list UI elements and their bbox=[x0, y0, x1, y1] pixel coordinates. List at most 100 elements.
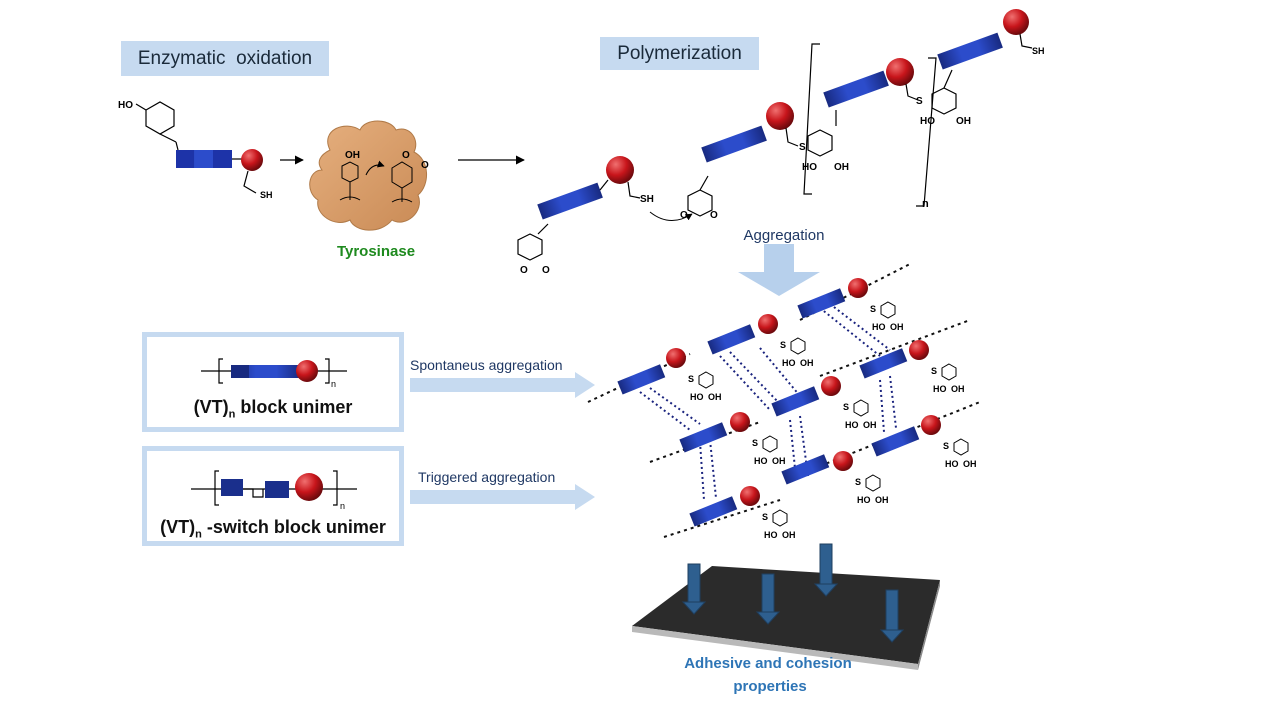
down-arrow bbox=[755, 573, 781, 625]
triggered-arrow bbox=[410, 484, 595, 510]
unit-ho-label: HO bbox=[945, 459, 959, 469]
unit-ho-label: HO bbox=[857, 495, 871, 505]
unit-block bbox=[689, 496, 738, 527]
poly-s-label-2: S bbox=[916, 96, 923, 107]
catechol-ring bbox=[865, 474, 881, 492]
unit-oh-label: OH bbox=[800, 358, 814, 368]
poly-sh-label: SH bbox=[640, 194, 654, 205]
catechol-ring bbox=[941, 363, 957, 381]
down-arrow bbox=[813, 543, 839, 597]
unit-ho-label: HO bbox=[764, 530, 778, 540]
hbond-line bbox=[729, 351, 781, 405]
vt-block-unimer-panel: n (VT)n block unimer bbox=[142, 332, 404, 432]
poly-o-label-4: O bbox=[710, 210, 718, 221]
catechol-ring bbox=[953, 438, 969, 456]
switch-unimer-prefix: (VT) bbox=[160, 517, 196, 537]
poly-o-label-2: O bbox=[542, 265, 550, 276]
unit-oh-label: OH bbox=[863, 420, 877, 430]
enzyme-oh-label: OH bbox=[345, 150, 360, 161]
vt-unimer-sub: n bbox=[228, 408, 236, 421]
unit-bead bbox=[730, 412, 750, 432]
spontaneous-arrow bbox=[410, 372, 595, 398]
unit-bead bbox=[740, 486, 760, 506]
down-arrow bbox=[681, 563, 707, 615]
hbond-line bbox=[879, 379, 885, 433]
unit-s-label: S bbox=[943, 441, 949, 451]
catechol-ring bbox=[772, 509, 788, 527]
catechol-ring bbox=[880, 301, 896, 319]
unit-ho-label: HO bbox=[933, 384, 947, 394]
hbond-line bbox=[649, 387, 701, 425]
unit-block bbox=[871, 426, 920, 457]
unit-ho-label: HO bbox=[690, 392, 704, 402]
unit-oh-label: OH bbox=[708, 392, 722, 402]
polymerization-text: Polymerization bbox=[617, 42, 742, 64]
enzymatic-oxidation-header: Enzymatic oxidation bbox=[121, 41, 329, 76]
unit-s-label: S bbox=[931, 366, 937, 376]
switch-unimer-label: (VT)n -switch block unimer bbox=[147, 517, 399, 541]
unit-s-label: S bbox=[752, 438, 758, 448]
poly-o-label-3: O bbox=[680, 210, 688, 221]
hbond-line bbox=[699, 441, 705, 501]
monomer-bead bbox=[241, 149, 263, 171]
unit-oh-label: OH bbox=[772, 456, 786, 466]
switch-unimer-icon: n bbox=[191, 470, 357, 509]
unit-block bbox=[797, 288, 846, 319]
vt-unimer-label: (VT)n block unimer bbox=[147, 397, 399, 421]
unit-ho-label: HO bbox=[845, 420, 859, 430]
unit-bead bbox=[833, 451, 853, 471]
unit-oh-label: OH bbox=[890, 322, 904, 332]
vt-unimer-icon: n bbox=[201, 358, 347, 389]
unit-block bbox=[781, 454, 830, 485]
monomer-tyrosine: HO SH bbox=[118, 100, 273, 200]
unit-block bbox=[617, 364, 666, 395]
aggregate-unit: S HO OH bbox=[859, 340, 965, 394]
enzymatic-oxidation-text: Enzymatic oxidation bbox=[137, 47, 313, 69]
hbond-line bbox=[819, 307, 881, 357]
hbond-line bbox=[719, 355, 771, 411]
unit-block bbox=[859, 348, 908, 379]
chain-line bbox=[819, 319, 971, 377]
unit-s-label: S bbox=[688, 374, 694, 384]
aggregation-arrow bbox=[738, 244, 820, 296]
vt-unimer-n: n bbox=[331, 379, 336, 389]
unit-bead bbox=[848, 278, 868, 298]
aggregation-label: Aggregation bbox=[744, 227, 825, 244]
aggregate-unit: S HO OH bbox=[781, 451, 889, 505]
unit-oh-label: OH bbox=[951, 384, 965, 394]
unit-s-label: S bbox=[855, 477, 861, 487]
unit-bead bbox=[821, 376, 841, 396]
adhesive-label-line1: Adhesive and cohesion bbox=[684, 655, 852, 672]
poly-ho-label-1: HO bbox=[802, 162, 817, 173]
vt-unimer-prefix: (VT) bbox=[193, 397, 229, 417]
unit-s-label: S bbox=[870, 304, 876, 314]
poly-ho-label-2: HO bbox=[920, 116, 935, 127]
monomer-sh-label: SH bbox=[260, 190, 273, 200]
unit-bead bbox=[921, 415, 941, 435]
catechol-ring bbox=[853, 399, 869, 417]
switch-unimer-sub: n bbox=[195, 528, 202, 541]
unit-bead bbox=[758, 314, 778, 334]
unit-block bbox=[707, 324, 756, 355]
switch-block-unimer-panel: n (VT)n -switch block unimer bbox=[142, 446, 404, 546]
hbond-line bbox=[709, 439, 717, 499]
poly-oh-label-2: OH bbox=[956, 116, 971, 127]
unit-bead bbox=[909, 340, 929, 360]
adhesive-surface bbox=[632, 566, 940, 670]
unit-s-label: S bbox=[843, 402, 849, 412]
switch-unimer-n: n bbox=[340, 501, 345, 509]
catechol-ring bbox=[762, 435, 778, 453]
vt-unimer-suffix: block unimer bbox=[235, 397, 353, 417]
tyrosinase-enzyme: OH O O bbox=[309, 120, 429, 231]
unit-oh-label: OH bbox=[875, 495, 889, 505]
unit-oh-label: OH bbox=[782, 530, 796, 540]
enzyme-o-label-1: O bbox=[402, 150, 410, 161]
aggregate-unit: S HO OH bbox=[771, 376, 877, 430]
unit-bead bbox=[666, 348, 686, 368]
unit-block bbox=[679, 422, 728, 453]
